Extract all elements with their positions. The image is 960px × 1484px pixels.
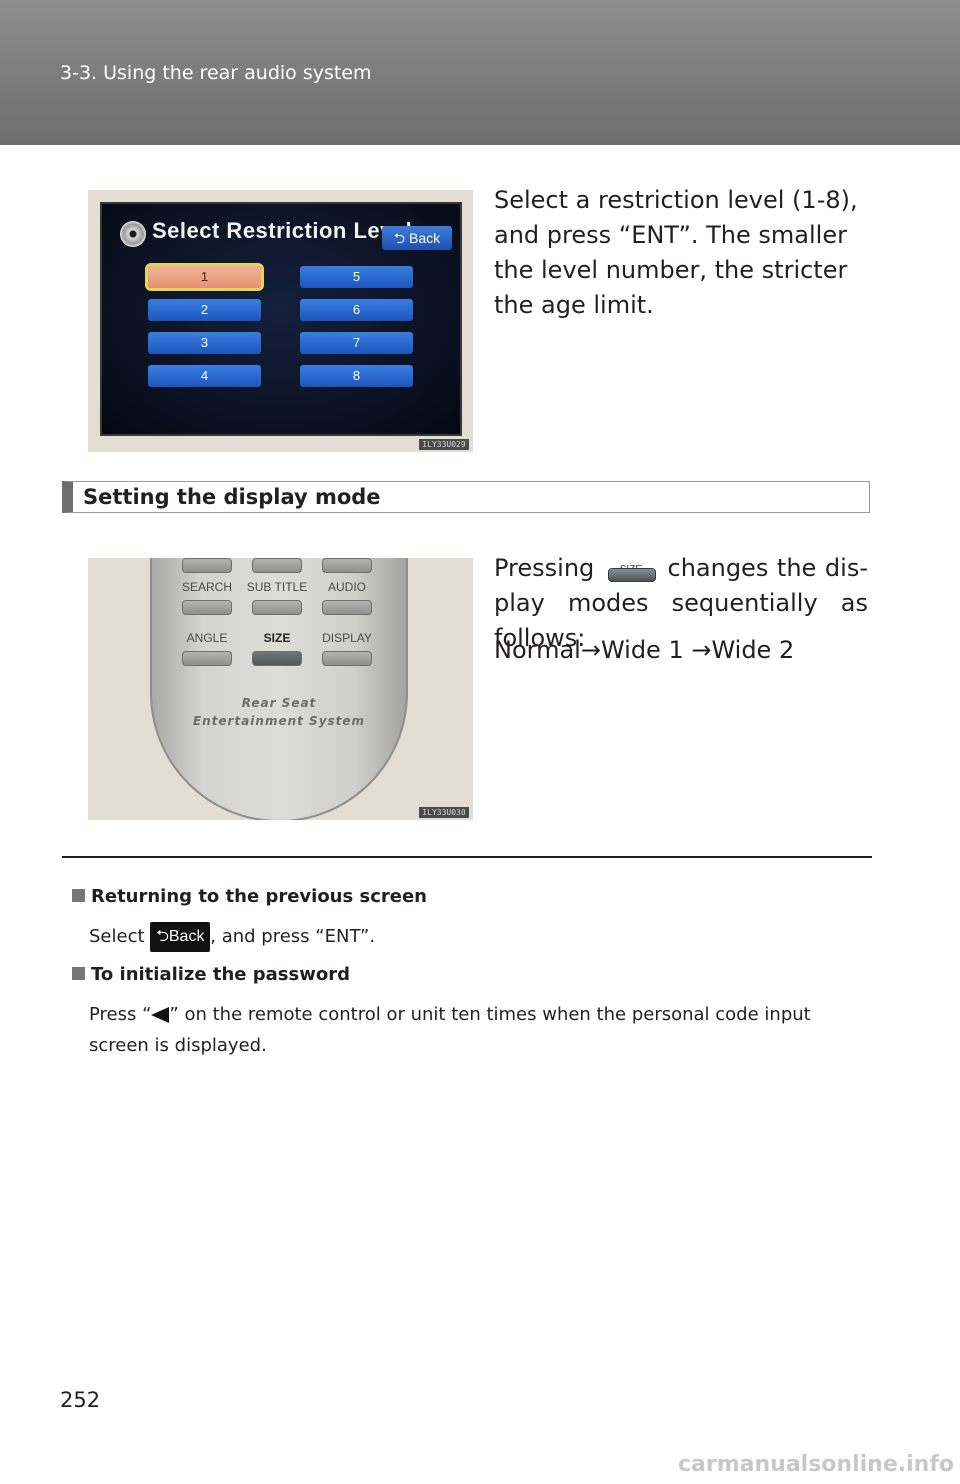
remote-control: SEARCH SUB TITLE AUDIO ANGLE SIZE DISPLA… <box>150 558 408 820</box>
remote-label: SIZE <box>263 631 291 645</box>
page-header: 3-3. Using the rear audio system <box>0 0 960 145</box>
remote-button[interactable] <box>322 558 372 573</box>
screen-title: Select Restriction Level <box>152 218 413 243</box>
level-button[interactable]: 2 <box>148 299 261 321</box>
remote-label: SUB TITLE <box>246 580 308 594</box>
note-body: Press “” on the remote control or unit t… <box>89 999 865 1061</box>
level-button[interactable]: 7 <box>300 332 413 354</box>
note-text: , and press “ENT”. <box>210 926 376 947</box>
note-text: Press “ <box>89 1004 152 1025</box>
size-button-icon: SIZE <box>603 554 659 584</box>
note-heading-text: Returning to the previous screen <box>91 886 427 907</box>
subtitle-button[interactable] <box>252 600 302 615</box>
level-button[interactable]: 8 <box>300 365 413 387</box>
bullet-square <box>72 967 85 980</box>
size-button[interactable] <box>252 651 302 666</box>
disc-icon <box>120 221 146 247</box>
level-button[interactable]: 1 <box>148 266 261 288</box>
pressing-word: Pressing <box>494 554 595 582</box>
restriction-screen: Select Restriction Level ⮌ Back 1 2 3 4 … <box>100 202 462 436</box>
remote-figure: SEARCH SUB TITLE AUDIO ANGLE SIZE DISPLA… <box>88 558 473 820</box>
section-heading: Setting the display mode <box>62 481 870 513</box>
divider <box>62 856 872 858</box>
section-title: Setting the display mode <box>83 485 381 509</box>
figure-code: ILY33U030 <box>419 807 469 818</box>
display-mode-text: Pressing SIZE changes the dis-play modes… <box>494 551 868 656</box>
watermark: carmanualsonline.info <box>678 1452 954 1477</box>
display-button[interactable] <box>322 651 372 666</box>
remote-brand-line: Entertainment System <box>192 714 366 728</box>
remote-label: SEARCH <box>181 580 232 594</box>
level-button[interactable]: 4 <box>148 365 261 387</box>
left-arrow-icon <box>151 1007 170 1023</box>
note-text: Select <box>89 926 145 947</box>
remote-button[interactable] <box>252 558 302 573</box>
page-number: 252 <box>60 1388 101 1412</box>
note-heading-text: To initialize the password <box>91 964 350 985</box>
figure-code: ILY33U029 <box>419 439 469 450</box>
display-mode-sequence: Normal→Wide 1 →Wide 2 <box>494 636 795 664</box>
restriction-level-figure: Select Restriction Level ⮌ Back 1 2 3 4 … <box>88 190 473 452</box>
angle-button[interactable] <box>182 651 232 666</box>
note-text: ” on the remote control or unit ten time… <box>89 1004 811 1056</box>
back-icon: ⮌Back <box>150 922 211 952</box>
intro-text: Select a restriction level (1-8), and pr… <box>494 186 858 319</box>
remote-brand-line: Rear Seat <box>241 696 317 710</box>
level-button[interactable]: 5 <box>300 266 413 288</box>
audio-button[interactable] <box>322 600 372 615</box>
header-title: 3-3. Using the rear audio system <box>60 62 372 84</box>
remote-label: AUDIO <box>327 580 366 594</box>
remote-label: DISPLAY <box>322 631 372 645</box>
level-button[interactable]: 6 <box>300 299 413 321</box>
back-button[interactable]: ⮌ Back <box>382 226 452 250</box>
note-heading: Returning to the previous screen <box>72 886 427 907</box>
bullet-square <box>72 889 85 902</box>
search-button[interactable] <box>182 600 232 615</box>
display-mode-desc: changes the dis-play modes sequentially … <box>494 554 868 652</box>
remote-button[interactable] <box>182 558 232 573</box>
level-button[interactable]: 3 <box>148 332 261 354</box>
remote-label: ANGLE <box>186 631 228 645</box>
note-heading: To initialize the password <box>72 964 350 985</box>
note-body: Select ⮌Back, and press “ENT”. <box>89 921 375 952</box>
